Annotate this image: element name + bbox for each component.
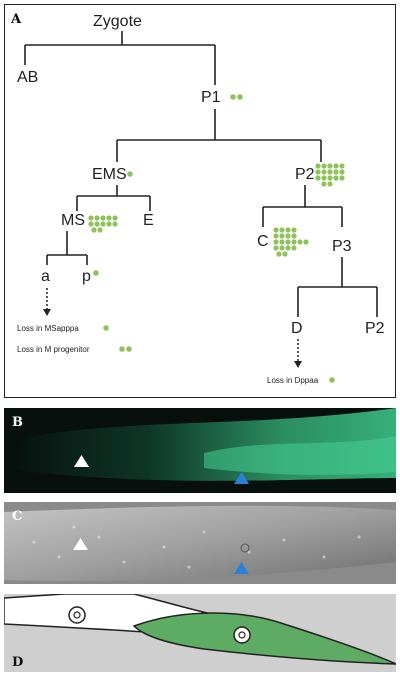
msapppa-dot [103, 325, 109, 331]
node-p1: P1 [201, 89, 221, 106]
panel-label-a: A [10, 12, 22, 27]
dic-image-panel: C [4, 502, 396, 584]
green-cell-shape [132, 612, 396, 665]
node-ms: MS [61, 212, 85, 229]
p-marker-dot [93, 270, 99, 276]
lineage-diagram: A Zygote AB P1 EMS P2 [10, 12, 385, 385]
p2-marker-dots [315, 163, 345, 187]
cell-schematic: D [4, 594, 396, 672]
c-marker-dots [273, 227, 309, 257]
node-ab: AB [17, 69, 38, 86]
panel-label-c: C [12, 509, 22, 524]
note-loss-msapppa: Loss in MSapppa [17, 324, 79, 333]
white-cell-nucleolus [73, 611, 81, 619]
panel-label-d: D [12, 655, 23, 670]
ems-marker-dot [127, 171, 133, 177]
dppaa-dot [329, 377, 335, 383]
node-p2-upper: P2 [295, 166, 315, 183]
blue-arrowhead [234, 472, 249, 484]
node-d: D [291, 320, 303, 337]
node-ems: EMS [92, 166, 127, 183]
m-progenitor-dots [119, 346, 132, 352]
panel-label-b: B [12, 415, 23, 430]
fluorescence-image-panel: B [4, 408, 396, 493]
p1-marker-dots [230, 94, 243, 100]
blue-arrowhead [234, 562, 249, 574]
node-a: a [41, 268, 50, 285]
arrowhead-d [294, 361, 302, 368]
fluorescence-image: B [4, 408, 396, 493]
dic-image: C [4, 502, 396, 584]
ms-marker-dots [88, 215, 118, 233]
lineage-panel: A Zygote AB P1 EMS P2 [4, 4, 396, 398]
node-p3: P3 [332, 238, 352, 255]
white-arrowhead [74, 455, 89, 467]
white-arrowhead [73, 538, 88, 550]
arrowhead-a [43, 309, 51, 316]
green-cell-nucleolus [238, 631, 246, 639]
node-p: p [82, 268, 91, 285]
node-zygote: Zygote [93, 13, 142, 30]
node-p2-lower: P2 [365, 320, 385, 337]
note-loss-dppaa: Loss in Dppaa [267, 376, 319, 385]
schematic-panel: D [4, 594, 396, 672]
node-e: E [143, 212, 154, 229]
node-c: C [257, 233, 269, 250]
note-loss-m-progenitor: Loss in M progenitor [17, 345, 90, 354]
